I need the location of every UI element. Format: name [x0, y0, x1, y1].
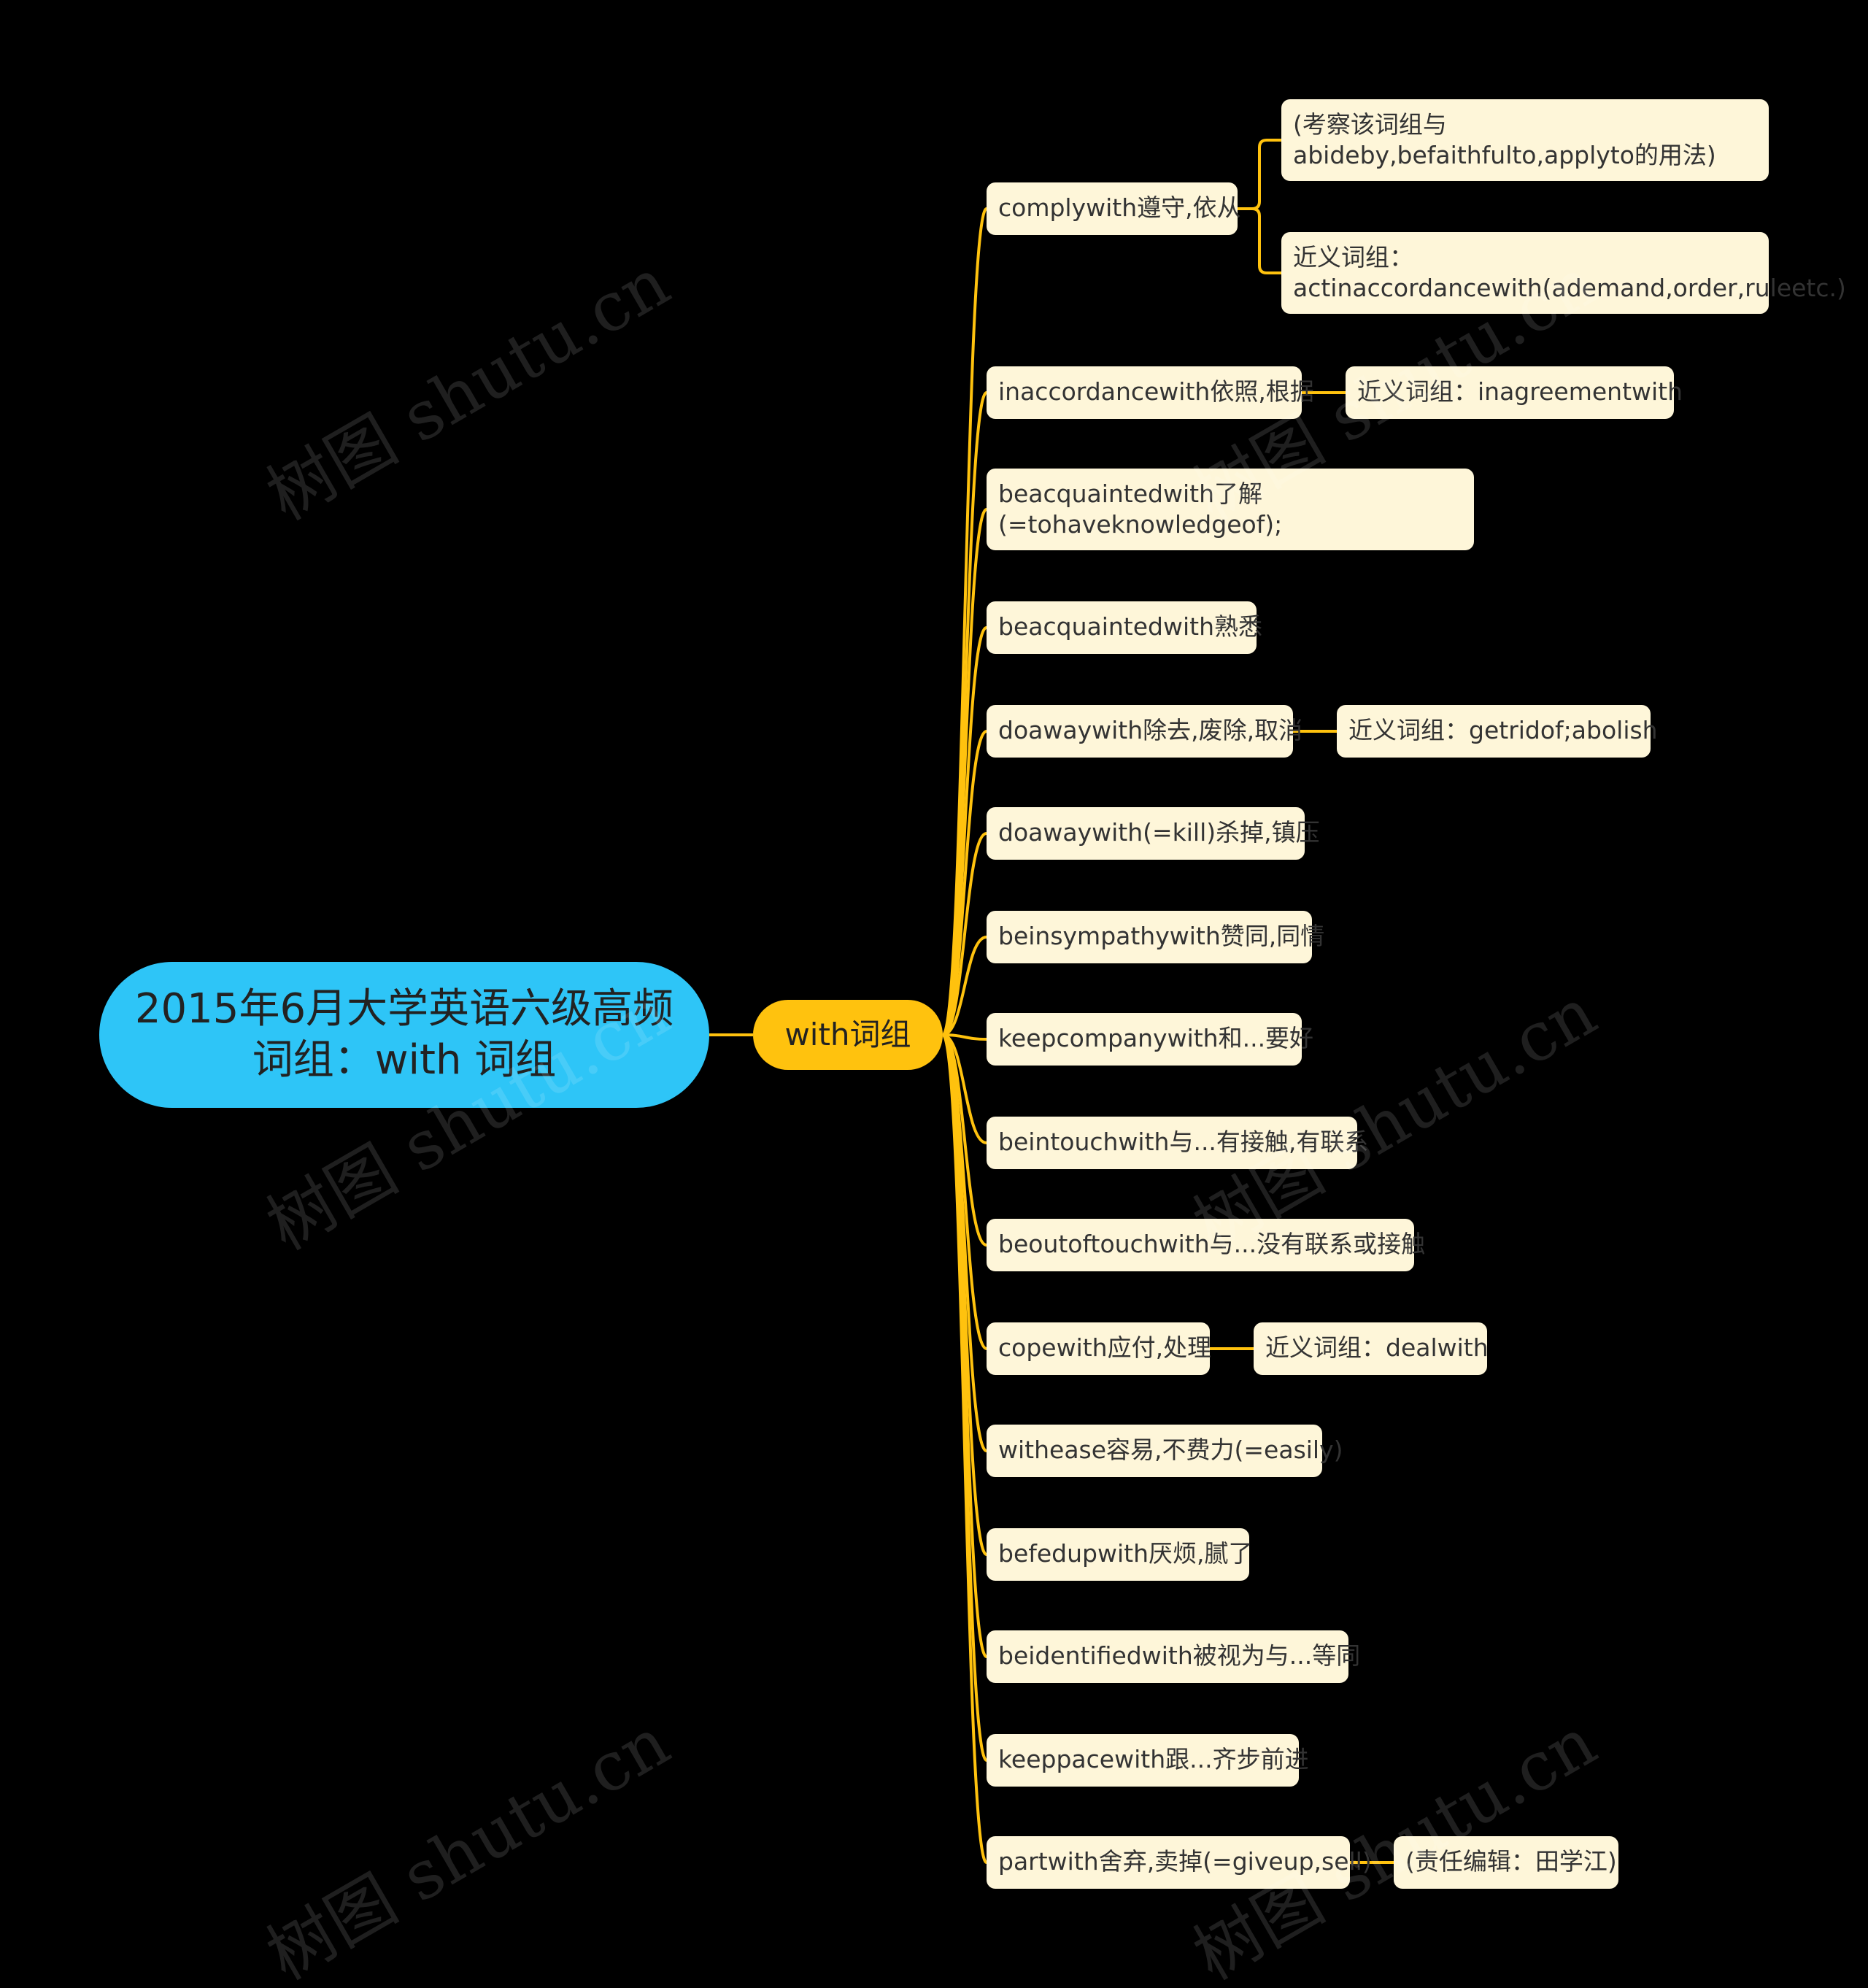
branch-node-1[interactable]: complywith遵守,依从 — [987, 182, 1241, 235]
branch-node-13[interactable]: befedupwith厌烦,腻了 — [987, 1528, 1253, 1581]
sub-node-1-1[interactable]: (考察该词组与abideby,befaithfulto,applyto的用法) — [1281, 99, 1769, 181]
branch-node-9[interactable]: beintouchwith与...有接触,有联系 — [987, 1117, 1368, 1169]
branch-node-16[interactable]: partwith舍弃,卖掉(=giveup,sell) — [987, 1836, 1372, 1889]
branch-node-10-label: beoutoftouchwith与...没有联系或接触 — [998, 1230, 1426, 1258]
sub-node-5-1-label: 近义词组：getridof;abolish — [1348, 716, 1658, 744]
branch-node-11[interactable]: copewith应付,处理 — [987, 1322, 1212, 1375]
branch-line-8 — [942, 1033, 987, 1041]
sub-node-16-1-label: (责任编辑：田学江) — [1405, 1847, 1617, 1876]
branch-line-1 — [941, 207, 988, 1036]
root-topic-label: 2015年6月大学英语六级高频词组：with 词组 — [134, 985, 674, 1084]
branch-node-5-label: doawaywith除去,废除,取消 — [998, 716, 1303, 744]
branch-node-4[interactable]: beacquaintedwith熟悉 — [987, 601, 1262, 654]
branch-node-12-label: withease容易,不费力(=easily) — [998, 1436, 1343, 1464]
branch-node-2-label: inaccordancewith依照,根据 — [998, 377, 1314, 406]
center-topic-label: with词组 — [784, 1017, 911, 1052]
branch-node-10[interactable]: beoutoftouchwith与...没有联系或接触 — [987, 1219, 1425, 1271]
branch-node-4-label: beacquaintedwith熟悉 — [998, 612, 1262, 641]
branch-node-2[interactable]: inaccordancewith依照,根据 — [987, 366, 1314, 419]
root-topic[interactable]: 2015年6月大学英语六级高频词组：with 词组 — [99, 962, 709, 1108]
branch-line-16 — [941, 1033, 988, 1864]
sub-node-2-1[interactable]: 近义词组：inagreementwith — [1346, 366, 1683, 419]
sub-node-11-1-label: 近义词组：dealwith — [1265, 1333, 1489, 1362]
branch-line-9 — [942, 1033, 987, 1144]
sub-node-16-1[interactable]: (责任编辑：田学江) — [1394, 1836, 1618, 1889]
sub-node-1-2-label: 近义词组：actinaccordancewith(ademand,order,r… — [1293, 243, 1846, 302]
branch-node-15-label: keeppacewith跟...齐步前进 — [998, 1745, 1309, 1773]
branch-line-7 — [942, 936, 987, 1036]
branch-node-14-label: beidentifiedwith被视为与...等同 — [998, 1641, 1361, 1670]
sub-node-11-1[interactable]: 近义词组：dealwith — [1254, 1322, 1489, 1375]
branch-node-9-label: beintouchwith与...有接触,有联系 — [998, 1128, 1369, 1156]
sub-node-5-1[interactable]: 近义词组：getridof;abolish — [1337, 705, 1658, 758]
branch-line-6 — [942, 832, 987, 1036]
branch-node-14[interactable]: beidentifiedwith被视为与...等同 — [987, 1630, 1360, 1683]
branch-node-12[interactable]: withease容易,不费力(=easily) — [987, 1425, 1343, 1477]
branch-node-7[interactable]: beinsympathywith赞同,同情 — [987, 911, 1324, 963]
branch-node-3[interactable]: beacquaintedwith了解(=tohaveknowledgeof); — [987, 469, 1474, 550]
branch-node-7-label: beinsympathywith赞同,同情 — [998, 922, 1325, 950]
sub-node-1-1-label: (考察该词组与abideby,befaithfulto,applyto的用法) — [1293, 110, 1716, 169]
branch-node-16-label: partwith舍弃,卖掉(=giveup,sell) — [998, 1847, 1372, 1876]
branch-node-6-label: doawaywith(=kill)杀掉,镇压 — [998, 818, 1320, 847]
branch-node-6[interactable]: doawaywith(=kill)杀掉,镇压 — [987, 807, 1320, 860]
sub-line-1-2 — [1238, 207, 1281, 274]
branch-node-13-label: befedupwith厌烦,腻了 — [998, 1539, 1253, 1568]
branch-node-8-label: keepcompanywith和...要好 — [998, 1024, 1314, 1052]
sub-node-2-1-label: 近义词组：inagreementwith — [1357, 377, 1683, 406]
center-topic[interactable]: with词组 — [753, 1000, 943, 1070]
branch-node-3-label: beacquaintedwith了解(=tohaveknowledgeof); — [998, 479, 1283, 539]
branch-node-15[interactable]: keeppacewith跟...齐步前进 — [987, 1734, 1309, 1787]
branch-node-1-label: complywith遵守,依从 — [998, 193, 1241, 222]
branch-line-5 — [941, 730, 988, 1036]
sub-line-1-1 — [1238, 139, 1281, 210]
branch-node-5[interactable]: doawaywith除去,废除,取消 — [987, 705, 1302, 758]
sub-node-1-2[interactable]: 近义词组：actinaccordancewith(ademand,order,r… — [1281, 232, 1846, 314]
branch-node-11-label: copewith应付,处理 — [998, 1333, 1212, 1362]
branch-node-8[interactable]: keepcompanywith和...要好 — [987, 1013, 1313, 1066]
